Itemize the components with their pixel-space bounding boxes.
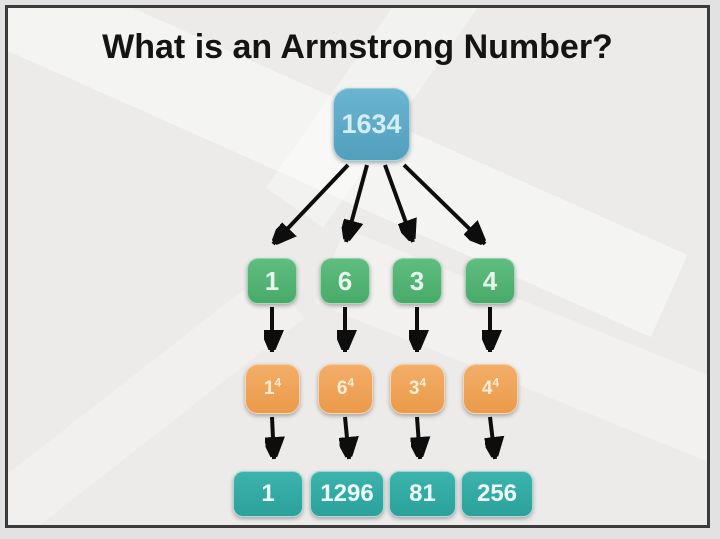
power-box-2: 64 [318, 364, 373, 414]
digit-box-3: 3 [392, 258, 442, 304]
power-box-4: 44 [463, 364, 518, 414]
power-box-1: 14 [245, 364, 300, 414]
power-label: 44 [481, 375, 500, 399]
digit-box-1: 1 [247, 258, 297, 304]
power-box-3: 34 [390, 364, 445, 414]
result-label: 81 [409, 480, 436, 507]
result-label: 256 [476, 480, 518, 507]
digit-label: 3 [409, 265, 425, 296]
result-box-2: 1296 [310, 471, 384, 517]
digit-box-4: 4 [465, 258, 515, 304]
root-number-box: 1634 [333, 88, 410, 161]
power-label: 34 [408, 375, 427, 399]
slide-title: What is an Armstrong Number? [102, 28, 613, 66]
digit-label: 4 [482, 265, 498, 296]
result-box-3: 81 [389, 471, 456, 517]
digit-label: 6 [337, 265, 353, 296]
digit-label: 1 [264, 265, 280, 296]
result-box-4: 256 [461, 471, 533, 517]
result-box-1: 1 [233, 471, 303, 517]
result-label: 1296 [320, 480, 374, 507]
digit-box-2: 6 [320, 258, 370, 304]
power-label: 64 [336, 375, 355, 399]
power-label: 14 [263, 375, 282, 399]
root-number-label: 1634 [341, 109, 402, 139]
result-label: 1 [261, 480, 275, 507]
